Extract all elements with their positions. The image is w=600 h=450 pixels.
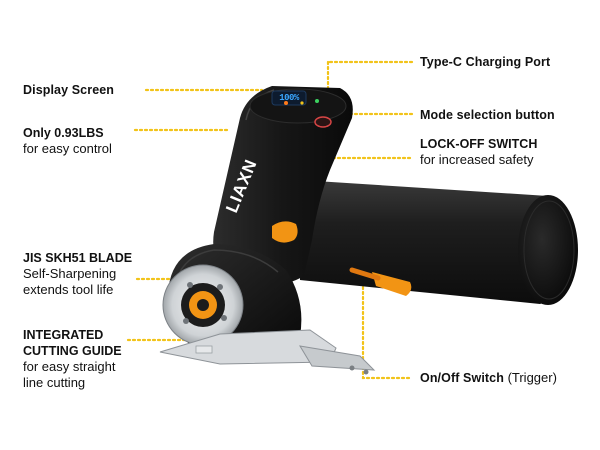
cutting-guide — [159, 329, 376, 375]
callout-mode-button: Mode selection button — [420, 107, 555, 123]
tool-handle — [300, 180, 578, 305]
callout-blade-sub2: extends tool life — [23, 282, 114, 297]
callout-guide-title2: CUTTING GUIDE — [23, 344, 122, 358]
callout-weight-title: Only 0.93LBS — [23, 126, 104, 140]
tool-body — [213, 86, 353, 285]
led-orange — [284, 101, 288, 105]
callout-blade: JIS SKH51 BLADE Self-Sharpening extends … — [23, 250, 132, 298]
led-green — [315, 99, 319, 103]
brand-logo: LIAXN — [222, 150, 282, 230]
callout-lock-off-title: LOCK-OFF SWITCH — [420, 137, 538, 151]
callout-guide: INTEGRATED CUTTING GUIDE for easy straig… — [23, 327, 122, 391]
display-readout: 100% — [279, 93, 299, 103]
callout-blade-sub1: Self-Sharpening — [23, 266, 117, 281]
callout-guide-sub1: for easy straight — [23, 359, 116, 374]
callout-onoff-sub: (Trigger) — [507, 370, 557, 385]
callout-onoff: On/Off Switch (Trigger) — [420, 370, 557, 386]
callout-weight: Only 0.93LBS for easy control — [23, 125, 112, 157]
led-yellow — [300, 101, 304, 105]
callout-onoff-title: On/Off Switch — [420, 371, 504, 385]
callout-blade-title: JIS SKH51 BLADE — [23, 251, 133, 265]
callout-lock-off: LOCK-OFF SWITCH for increased safety — [420, 136, 537, 168]
blade — [162, 264, 244, 346]
leader-onoff — [361, 285, 414, 380]
callout-guide-sub2: line cutting — [23, 375, 86, 390]
trigger — [372, 272, 412, 296]
callout-guide-title1: INTEGRATED — [23, 328, 104, 342]
lock-off-switch — [272, 221, 298, 243]
callout-display-screen-title: Display Screen — [23, 83, 115, 97]
callout-lock-off-sub: for increased safety — [420, 152, 534, 167]
callout-weight-sub: for easy control — [23, 141, 112, 156]
callout-type-c-title: Type-C Charging Port — [420, 55, 551, 69]
brand-logo-text: LIAXN — [222, 156, 261, 216]
callout-type-c: Type-C Charging Port — [420, 54, 550, 70]
callout-display-screen: Display Screen — [23, 82, 114, 98]
callout-mode-button-title: Mode selection button — [420, 108, 555, 122]
